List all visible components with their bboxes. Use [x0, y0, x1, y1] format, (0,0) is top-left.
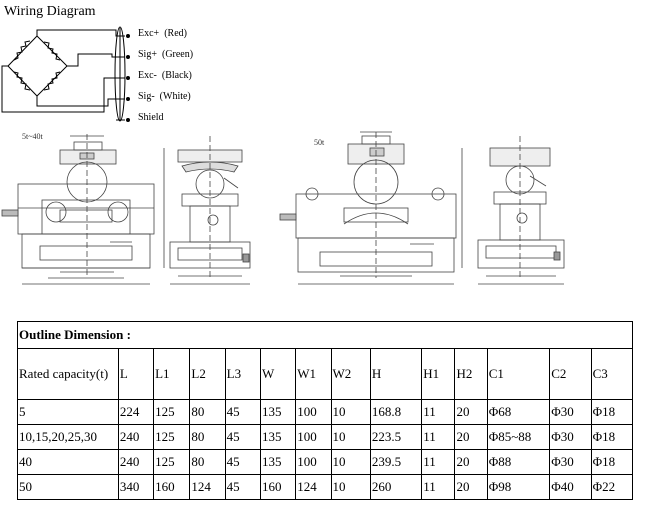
cell: 45 [224, 449, 261, 475]
table-header-row: Rated capacity(t) L L1 L2 L3 W W1 W2 H H… [17, 348, 634, 400]
cell: 224 [117, 399, 155, 425]
cell: 240 [117, 424, 155, 450]
header-l2: L2 [189, 348, 226, 400]
cell: 240 [117, 449, 155, 475]
cell: 20 [454, 474, 488, 500]
cell: 50 [17, 474, 119, 500]
cell: Φ30 [549, 399, 592, 425]
cell: 100 [295, 399, 332, 425]
cell: Φ30 [549, 449, 592, 475]
cell: Φ68 [486, 399, 551, 425]
wheatstone-bridge-diagram [1, 26, 130, 122]
header-c2: C2 [549, 348, 592, 400]
header-l1: L1 [153, 348, 191, 400]
front-view-small [1, 134, 155, 285]
header-l: L [117, 348, 155, 400]
cell: 11 [421, 399, 456, 425]
cell: 10,15,20,25,30 [17, 424, 119, 450]
header-w1: W1 [295, 348, 332, 400]
cell: Φ40 [549, 474, 592, 500]
table-title: Outline Dimension : [17, 321, 633, 349]
table-row: 10,15,20,25,30 240 125 80 45 135 100 10 … [17, 424, 634, 450]
cell: Φ22 [590, 474, 634, 500]
load-cell-technical-drawings [1, 131, 565, 285]
wire-exc-plus: Exc+ (Red) [138, 28, 187, 39]
cell: 125 [153, 449, 191, 475]
header-c1: C1 [486, 348, 551, 400]
cell: 135 [259, 399, 297, 425]
cell: Φ98 [486, 474, 551, 500]
header-h: H [369, 348, 423, 400]
cell: 45 [224, 474, 261, 500]
cell: Φ18 [590, 449, 634, 475]
cell: 40 [17, 449, 119, 475]
cell: 239.5 [369, 449, 423, 475]
cell: 10 [330, 449, 371, 475]
cell: 168.8 [369, 399, 423, 425]
header-w: W [259, 348, 297, 400]
cell: 124 [295, 474, 332, 500]
cell: Φ85~88 [486, 424, 551, 450]
table-row: 40 240 125 80 45 135 100 10 239.5 11 20 … [17, 449, 634, 475]
cell: 11 [421, 449, 456, 475]
cell: 100 [295, 424, 332, 450]
cell: Φ88 [486, 449, 551, 475]
cell: 5 [17, 399, 119, 425]
cell: 11 [421, 424, 456, 450]
cell: 80 [189, 399, 226, 425]
cell: 80 [189, 424, 226, 450]
cell: 223.5 [369, 424, 423, 450]
wire-sig-plus: Sig+ (Green) [138, 49, 194, 60]
table-row: 5 224 125 80 45 135 100 10 168.8 11 20 Φ… [17, 399, 634, 425]
header-c3: C3 [590, 348, 634, 400]
cell: Φ18 [590, 399, 634, 425]
wiring-diagram-title: Wiring Diagram [4, 4, 96, 19]
cell: 45 [224, 399, 261, 425]
outline-dimension-table: Outline Dimension : Rated capacity(t) L … [17, 321, 634, 500]
header-h2: H2 [454, 348, 488, 400]
cell: 20 [454, 449, 488, 475]
cell: 125 [153, 424, 191, 450]
cell: 45 [224, 424, 261, 450]
cell: 20 [454, 399, 488, 425]
cell: 135 [259, 424, 297, 450]
cell: 11 [421, 474, 456, 500]
table-title-row: Outline Dimension : [17, 321, 633, 349]
header-w2: W2 [330, 348, 371, 400]
cell: 100 [295, 449, 332, 475]
drawing-caption-small: 5t~40t [22, 132, 43, 141]
cell: 260 [369, 474, 423, 500]
table-row: 50 340 160 124 45 160 124 10 260 11 20 Φ… [17, 474, 634, 500]
cell: 10 [330, 474, 371, 500]
wire-exc-minus: Exc- (Black) [138, 70, 192, 81]
cell: 340 [117, 474, 155, 500]
cell: 20 [454, 424, 488, 450]
header-rated-capacity: Rated capacity(t) [17, 348, 119, 400]
front-view-large [279, 131, 463, 285]
cell: 160 [259, 474, 297, 500]
header-h1: H1 [421, 348, 456, 400]
drawing-caption-large: 50t [314, 138, 325, 147]
cell: 135 [259, 449, 297, 475]
side-view-small [163, 136, 251, 285]
cell: 160 [153, 474, 191, 500]
wire-sig-minus: Sig- (White) [138, 91, 191, 102]
side-view-large [477, 136, 565, 285]
cell: Φ30 [549, 424, 592, 450]
wire-shield: Shield [138, 112, 164, 123]
cell: 10 [330, 399, 371, 425]
cell: 10 [330, 424, 371, 450]
cell: 80 [189, 449, 226, 475]
cell: 124 [189, 474, 226, 500]
cell: 125 [153, 399, 191, 425]
cell: Φ18 [590, 424, 634, 450]
header-l3: L3 [224, 348, 261, 400]
